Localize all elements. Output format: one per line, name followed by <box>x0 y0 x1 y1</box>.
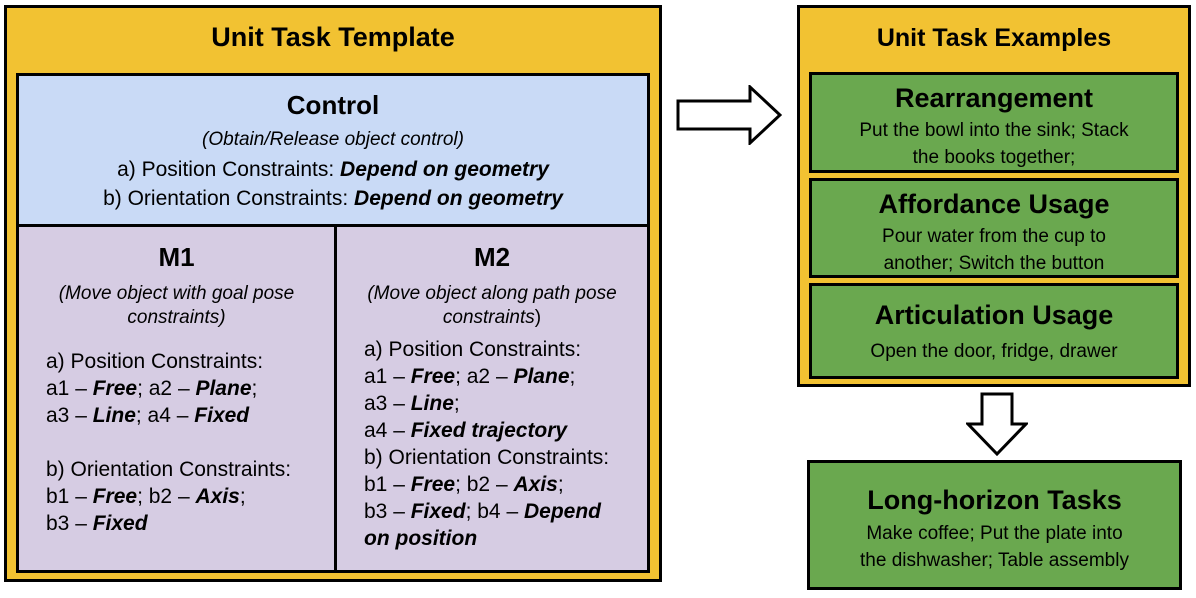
m1-a4-label: ; a4 – <box>135 404 195 427</box>
m1-line-a1-a2: a1 – Free; a2 – Plane; <box>46 375 291 402</box>
m2-line-b4-cont: on position <box>364 525 609 552</box>
control-ori-label: b) Orientation Constraints: <box>103 187 355 210</box>
m1-b2-label: ; b2 – <box>137 485 196 508</box>
long-horizon-tasks-box: Long-horizon Tasks Make coffee; Put the … <box>807 460 1182 590</box>
m2-b4-value-cont: on position <box>364 527 478 550</box>
m2-constraints: a) Position Constraints: a1 – Free; a2 –… <box>364 336 609 552</box>
example-affordance-usage: Affordance Usage Pour water from the cup… <box>809 178 1179 278</box>
m2-b1-value: Free <box>410 473 456 496</box>
m1-constraints: a) Position Constraints: a1 – Free; a2 –… <box>46 348 291 537</box>
m2-b1-label: b1 – <box>364 473 411 496</box>
long-horizon-line1: Make coffee; Put the plate into <box>866 523 1123 544</box>
long-horizon-text: Make coffee; Put the plate into the dish… <box>810 520 1179 574</box>
m1-a1-label: a1 – <box>46 377 93 400</box>
m2-a1-value: Free <box>410 365 456 388</box>
m1-spacer <box>46 429 291 456</box>
m2-a3-value: Line <box>410 392 454 415</box>
m2-orientation-header: b) Orientation Constraints: <box>364 446 610 469</box>
m2-line-a4: a4 – Fixed trajectory <box>364 417 609 444</box>
arrow-right-icon <box>676 85 782 145</box>
m2-b4-label: ; b4 – <box>465 500 524 523</box>
long-horizon-title: Long-horizon Tasks <box>867 485 1122 515</box>
m2-b4-value: Depend <box>523 500 601 523</box>
affordance-line2: another; Switch the button <box>883 253 1105 274</box>
m1-position-header: a) Position Constraints: <box>46 350 264 373</box>
m2-line-a1-a2: a1 – Free; a2 – Plane; <box>364 363 609 390</box>
m1-b3-label: b3 – <box>46 512 93 535</box>
m1-a2-end: ; <box>251 377 258 400</box>
m2-a4-label: a4 – <box>364 419 411 442</box>
control-box: Control (Obtain/Release object control) … <box>19 76 647 227</box>
rearrangement-text: Put the bowl into the sink; Stack the bo… <box>812 117 1176 171</box>
m1-b2-end: ; <box>239 485 246 508</box>
control-pos-value: Depend on geometry <box>340 158 549 181</box>
articulation-line1: Open the door, fridge, drawer <box>870 341 1118 362</box>
articulation-title: Articulation Usage <box>874 300 1114 330</box>
m2-a2-value: Plane <box>513 365 570 388</box>
m2-subtitle-close: ) <box>534 307 542 328</box>
m1-line-a3-a4: a3 – Line; a4 – Fixed <box>46 402 291 429</box>
unit-task-examples-panel: Unit Task Examples Rearrangement Put the… <box>797 5 1191 387</box>
m2-subtitle-line2-wrap: constraints) <box>337 306 647 330</box>
m2-b2-label: ; b2 – <box>455 473 514 496</box>
template-content: Control (Obtain/Release object control) … <box>16 73 650 573</box>
examples-title: Unit Task Examples <box>876 24 1112 52</box>
m2-a1-label: a1 – <box>364 365 411 388</box>
m1-b3-value: Fixed <box>92 512 148 535</box>
m1-a3-value: Line <box>92 404 136 427</box>
control-ori-value: Depend on geometry <box>354 187 563 210</box>
control-title: Control <box>286 90 380 120</box>
rearrangement-title: Rearrangement <box>894 83 1094 113</box>
m2-a3-end: ; <box>453 392 460 415</box>
m1-subtitle-line2: constraints) <box>127 307 226 328</box>
m1-a4-value: Fixed <box>194 404 250 427</box>
m2-b3-label: b3 – <box>364 500 411 523</box>
m2-a2-label: ; a2 – <box>455 365 514 388</box>
m1-title: M1 <box>158 242 195 272</box>
affordance-line1: Pour water from the cup to <box>882 226 1106 247</box>
control-pos-label: a) Position Constraints: <box>117 158 341 181</box>
m2-subtitle-line1: (Move object along path pose <box>367 283 617 304</box>
m2-b3-value: Fixed <box>410 500 466 523</box>
m2-subtitle: (Move object along path pose constraints… <box>337 282 647 330</box>
m2-position-header: a) Position Constraints: <box>364 338 582 361</box>
rearrangement-line2: the books together; <box>912 147 1076 168</box>
affordance-text: Pour water from the cup to another; Swit… <box>812 223 1176 277</box>
m2-b2-value: Axis <box>513 473 558 496</box>
control-subtitle: (Obtain/Release object control) <box>202 129 464 150</box>
m1-a2-label: ; a2 – <box>137 377 196 400</box>
m2-line-b1-b2: b1 – Free; b2 – Axis; <box>364 471 609 498</box>
m1-subtitle-line1: (Move object with goal pose <box>58 283 295 304</box>
m2-a3-label: a3 – <box>364 392 411 415</box>
m1-b2-value: Axis <box>195 485 240 508</box>
rearrangement-line1: Put the bowl into the sink; Stack <box>859 120 1129 141</box>
m2-line-a3: a3 – Line; <box>364 390 609 417</box>
m1-a1-value: Free <box>92 377 138 400</box>
control-orientation-constraints: b) Orientation Constraints: Depend on ge… <box>19 187 647 211</box>
m1-a3-label: a3 – <box>46 404 93 427</box>
m1-b1-label: b1 – <box>46 485 93 508</box>
m1-line-b3: b3 – Fixed <box>46 510 291 537</box>
m1-line-b1-b2: b1 – Free; b2 – Axis; <box>46 483 291 510</box>
m2-line-b3-b4: b3 – Fixed; b4 – Depend <box>364 498 609 525</box>
m2-title: M2 <box>473 242 511 272</box>
unit-task-template-panel: Unit Task Template Control (Obtain/Relea… <box>4 5 662 582</box>
m1-b1-value: Free <box>92 485 138 508</box>
m1-subtitle: (Move object with goal pose constraints) <box>19 282 334 330</box>
m1-orientation-header: b) Orientation Constraints: <box>46 458 292 481</box>
example-rearrangement: Rearrangement Put the bowl into the sink… <box>809 72 1179 173</box>
template-title: Unit Task Template <box>211 22 455 52</box>
long-horizon-line2: the dishwasher; Table assembly <box>860 550 1129 571</box>
module-divider <box>334 227 337 570</box>
arrow-down-icon <box>966 392 1028 456</box>
m2-a4-value: Fixed trajectory <box>410 419 568 442</box>
example-articulation-usage: Articulation Usage Open the door, fridge… <box>809 283 1179 379</box>
m1-a2-value: Plane <box>195 377 252 400</box>
m2-b2-end: ; <box>557 473 564 496</box>
affordance-title: Affordance Usage <box>878 189 1110 219</box>
m2-subtitle-line2: constraints <box>442 307 535 328</box>
m2-a2-end: ; <box>569 365 576 388</box>
control-position-constraints: a) Position Constraints: Depend on geome… <box>19 158 647 182</box>
